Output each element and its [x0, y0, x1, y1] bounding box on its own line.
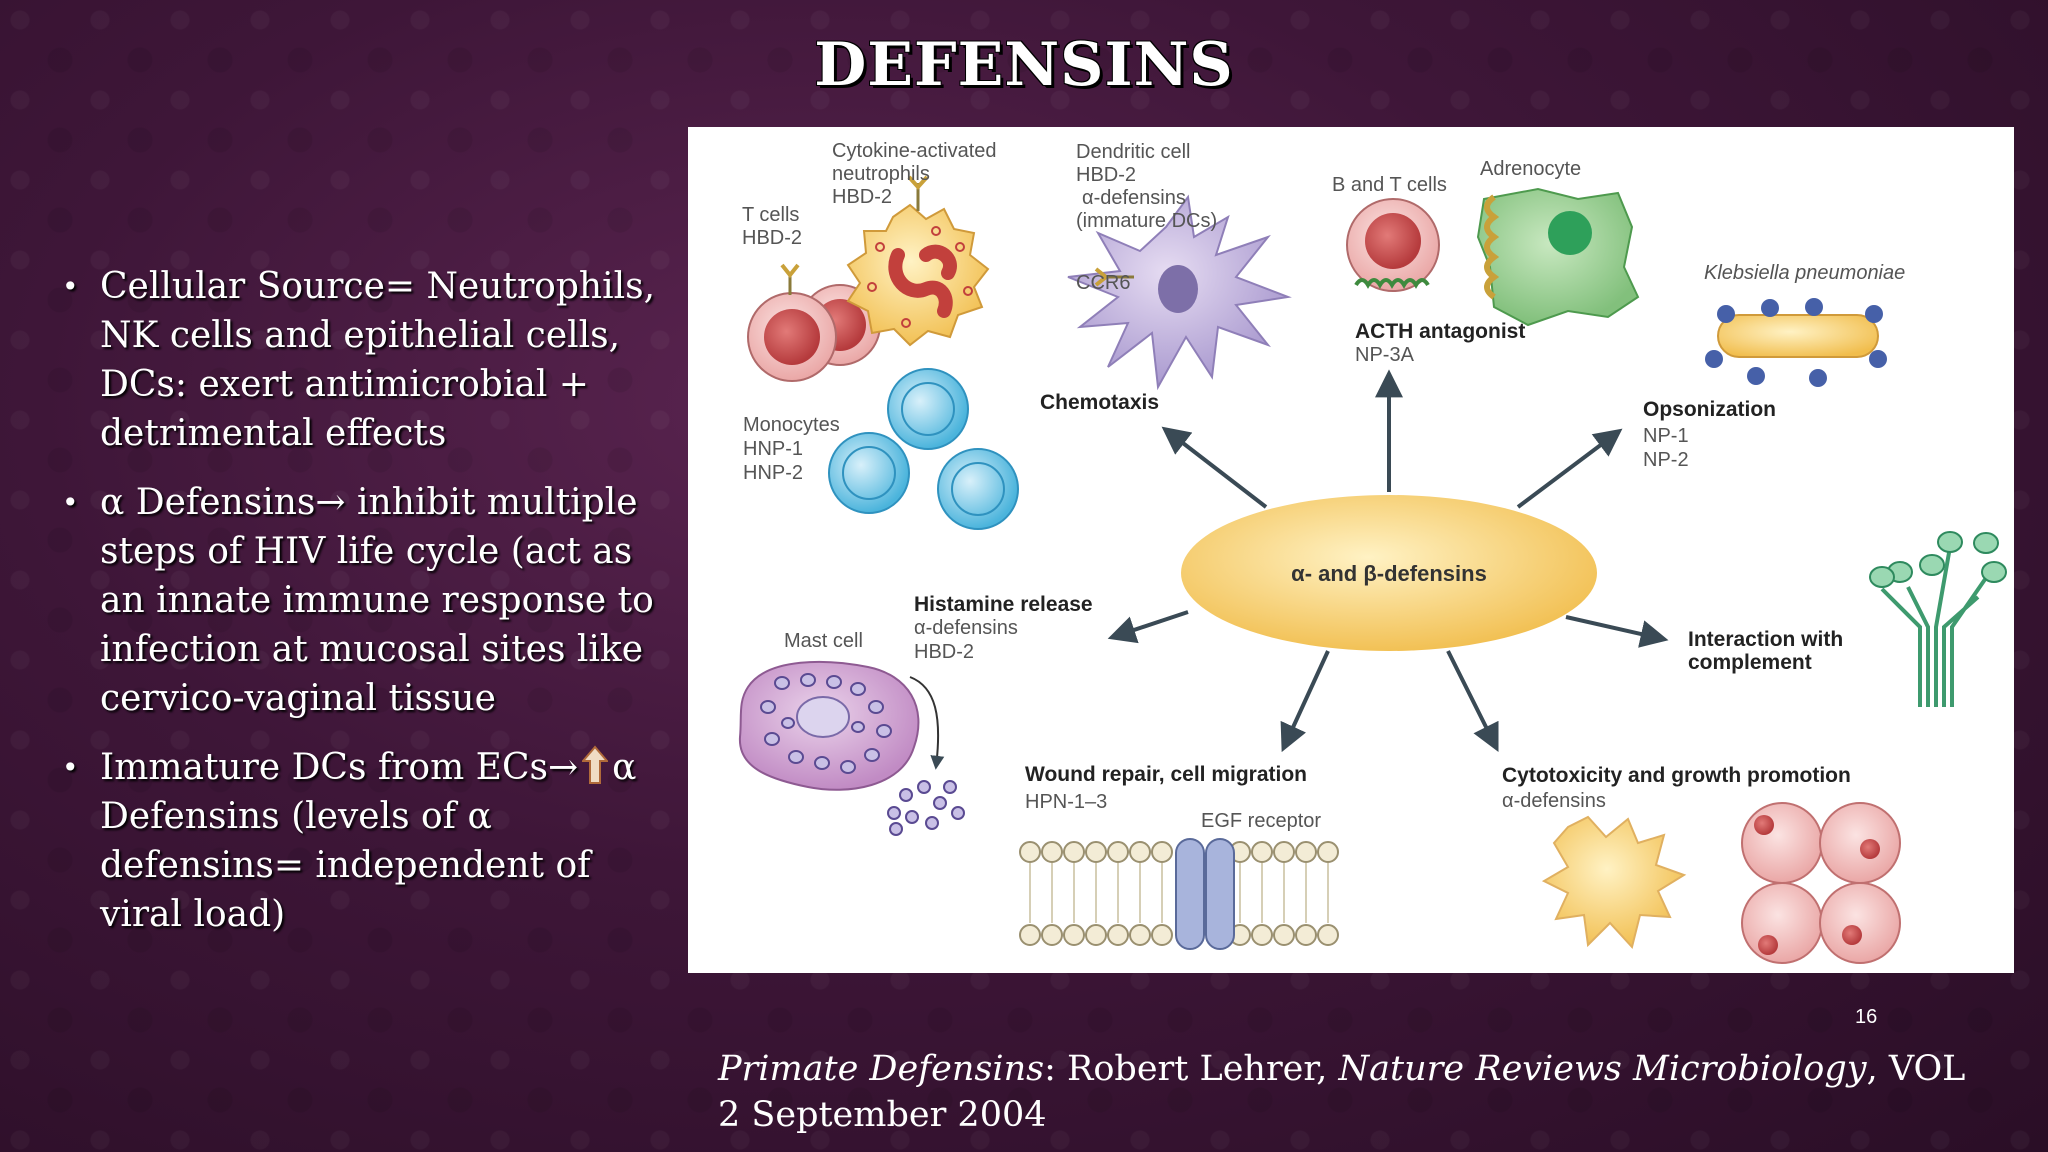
cytotox-title: Cytotoxicity and growth promotion — [1502, 764, 1851, 787]
citation-author: : Robert Lehrer, — [1044, 1049, 1339, 1089]
adrenocyte-label: Adrenocyte — [1480, 158, 1581, 180]
klebsiella-illustration — [1705, 298, 1887, 387]
arrow-wound — [1280, 650, 1330, 753]
neutrophils-label-3: HBD-2 — [832, 186, 892, 208]
arrows — [1107, 369, 1669, 753]
cytotox-sub: α-defensins — [1502, 790, 1606, 812]
citation-volume-date: , VOL 2 September 2004 — [718, 1049, 1966, 1135]
opsonization-title: Opsonization — [1643, 398, 1776, 421]
dendritic-cell-illustration — [1067, 194, 1292, 391]
chemotaxis-label: Chemotaxis — [1040, 391, 1159, 414]
up-arrow-icon — [580, 745, 610, 784]
bullet-item: • α Defensins→ inhibit multiple steps of … — [60, 478, 680, 723]
complement-illustration — [1869, 531, 2007, 707]
neutrophils-label-1: Cytokine-activated — [832, 140, 997, 162]
monocytes-illustration — [828, 368, 1019, 530]
bullet-dot-icon: • — [62, 751, 79, 784]
mast-cell-label: Mast cell — [784, 630, 863, 652]
dendritic-label-2: HBD-2 — [1076, 164, 1136, 186]
bullet-text: α Defensins→ inhibit multiple steps of H… — [100, 482, 654, 719]
histamine-sub-1: α-defensins — [914, 617, 1018, 639]
page-number: 16 — [1855, 1006, 1878, 1028]
citation: Primate Defensins: Robert Lehrer, Nature… — [718, 1046, 1998, 1138]
arrow-chemotaxis — [1161, 426, 1268, 509]
opsonization-sub-1: NP-1 — [1643, 425, 1689, 447]
wound-sub: HPN-1–3 — [1025, 791, 1107, 813]
bullet-text-before: Immature DCs from ECs→ — [100, 747, 579, 788]
opsonization-sub-2: NP-2 — [1643, 449, 1689, 471]
bullet-dot-icon: • — [62, 486, 79, 519]
center-ellipse — [1181, 495, 1597, 651]
center-label: α- and β-defensins — [1291, 561, 1487, 586]
membrane-illustration — [1019, 838, 1339, 950]
slide-title: DEFENSINS — [814, 30, 1234, 100]
egf-label: EGF receptor — [1201, 810, 1321, 832]
bullet-list: • Cellular Source= Neutrophils, NK cells … — [60, 262, 680, 959]
monocytes-label-3: HNP-2 — [743, 462, 803, 484]
bullet-item: • Cellular Source= Neutrophils, NK cells … — [60, 262, 680, 458]
acth-sub: NP-3A — [1355, 344, 1415, 366]
histamine-sub-2: HBD-2 — [914, 641, 974, 663]
ccr6-label: CCR6 — [1076, 272, 1130, 294]
klebsiella-label: Klebsiella pneumoniae — [1704, 262, 1905, 284]
monocytes-label-2: HNP-1 — [743, 438, 803, 460]
histamine-title: Histamine release — [914, 593, 1093, 616]
complement-label-1: Interaction with — [1688, 628, 1843, 651]
complement-label-2: complement — [1688, 651, 1812, 674]
defensins-diagram: α- and β-defensins T cells HBD-2 Cytokin… — [738, 140, 2007, 964]
citation-journal: Nature Reviews Microbiology — [1338, 1049, 1867, 1089]
t-cells-label: T cells — [742, 204, 799, 226]
mast-cell-illustration — [738, 660, 965, 836]
bullet-text: Cellular Source= Neutrophils, NK cells a… — [100, 266, 656, 454]
dendritic-label-3: α-defensins — [1082, 187, 1186, 209]
arrow-opsonization — [1516, 428, 1623, 509]
neutrophil-illustration — [846, 175, 990, 347]
bullet-text-after: α Defensins (levels of α defensins= inde… — [100, 747, 637, 935]
b-t-cells-illustration — [1346, 198, 1440, 292]
b-t-cells-label: B and T cells — [1332, 174, 1447, 196]
bullet-dot-icon: • — [62, 270, 79, 303]
dendritic-label-1: Dendritic cell — [1076, 141, 1190, 163]
monocytes-label-1: Monocytes — [743, 414, 840, 436]
cytotoxicity-illustration — [1541, 802, 1901, 964]
adrenocyte-illustration — [1476, 187, 1640, 327]
dendritic-label-4: (immature DCs) — [1076, 210, 1217, 232]
wound-title: Wound repair, cell migration — [1025, 763, 1307, 786]
arrow-complement — [1565, 615, 1669, 648]
t-cells-sub: HBD-2 — [742, 227, 802, 249]
bullet-item: • Immature DCs from ECs→α Defensins (leve… — [60, 743, 680, 939]
acth-title: ACTH antagonist — [1355, 320, 1525, 343]
defensins-figure: α- and β-defensins T cells HBD-2 Cytokin… — [688, 127, 2014, 973]
arrow-histamine — [1107, 610, 1189, 644]
citation-article-title: Primate Defensins — [718, 1049, 1045, 1089]
neutrophils-label-2: neutrophils — [832, 163, 930, 185]
arrow-cytotox — [1446, 650, 1499, 753]
